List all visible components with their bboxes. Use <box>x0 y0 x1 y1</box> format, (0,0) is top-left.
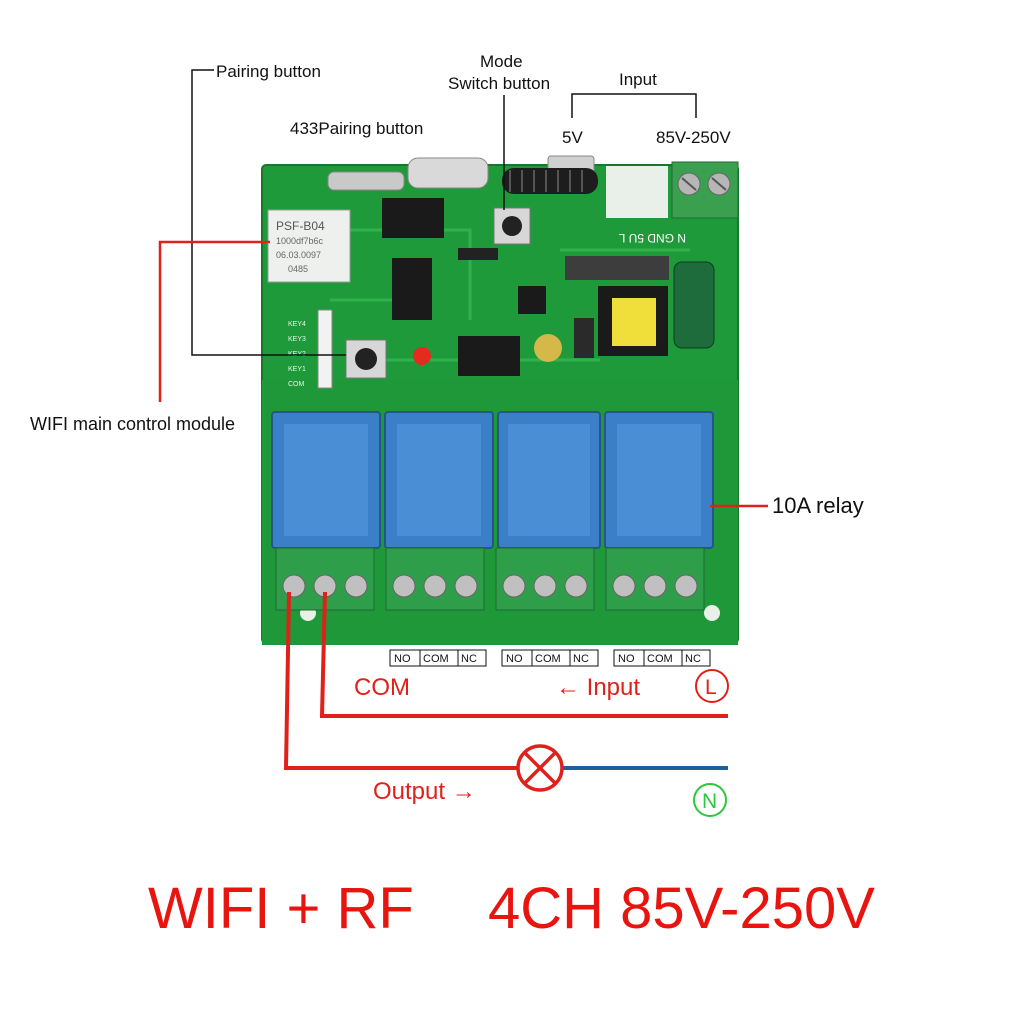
neutral-letter: N <box>702 790 717 813</box>
chip-code: 1000df7b6c <box>276 236 324 246</box>
terminal-markings: NO COM NC NO COM NC NO COM NC <box>389 649 711 667</box>
key1-label: KEY1 <box>288 366 306 373</box>
key3-label: KEY3 <box>288 336 306 343</box>
live-letter: L <box>705 676 717 699</box>
marking-com-1: COM <box>423 653 449 665</box>
marking-nc-2: NC <box>573 653 589 665</box>
chip-batch: 0485 <box>288 264 308 274</box>
marking-nc-3: NC <box>685 653 701 665</box>
key4-label: KEY4 <box>288 321 306 328</box>
marking-com-3: COM <box>647 653 673 665</box>
input-arrow-label: ← Input <box>556 674 640 701</box>
power-module: N GND 5U L <box>534 231 715 362</box>
wifi-module: PSF-B04 1000df7b6c 06.03.0097 0485 <box>267 209 351 283</box>
voltage-range-label: 85V-250V <box>656 128 731 147</box>
marking-no-3: NO <box>618 653 635 665</box>
status-led <box>413 347 431 365</box>
marking-com-2: COM <box>535 653 561 665</box>
leader-lines <box>191 69 697 356</box>
wifi-module-label: WIFI main control module <box>30 414 235 434</box>
marking-no-2: NO <box>506 653 523 665</box>
marking-no-1: NO <box>394 653 411 665</box>
relay-label: 10A relay <box>772 493 864 518</box>
chip-date: 06.03.0097 <box>276 250 321 260</box>
output-terminals <box>275 547 705 611</box>
com-wire <box>319 591 728 718</box>
pairing-button-label: Pairing button <box>216 62 321 81</box>
output-wire <box>283 591 518 770</box>
live-icon <box>695 669 729 703</box>
lamp-icon <box>516 744 564 792</box>
chip-label: PSF-B04 <box>276 219 325 233</box>
input-terminal-block <box>606 161 739 219</box>
rf-receiver <box>327 155 595 191</box>
antenna-coil <box>502 168 598 194</box>
mode-button-cap <box>502 216 522 236</box>
com-label: COM <box>354 674 410 701</box>
five-v-label: 5V <box>562 128 583 147</box>
callout-lines <box>158 240 768 508</box>
footer-left-title: WIFI + RF <box>148 876 414 941</box>
key-com-label: COM <box>288 381 305 388</box>
relays <box>271 411 714 549</box>
marking-nc-1: NC <box>461 653 477 665</box>
pairing-button-cap <box>355 348 377 370</box>
ic-chips <box>382 198 546 376</box>
neutral-icon <box>693 783 727 817</box>
output-arrow-label: Output → <box>373 778 476 805</box>
mode-label-line2: Switch button <box>448 74 550 93</box>
wiring <box>283 591 728 770</box>
mode-label-line1: Mode <box>480 52 523 71</box>
input-top-label: Input <box>619 70 657 89</box>
pairing-433-label: 433Pairing button <box>290 119 423 138</box>
power-silkscreen: N GND 5U L <box>618 231 686 245</box>
footer-right-title: 4CH 85V-250V <box>488 876 875 941</box>
